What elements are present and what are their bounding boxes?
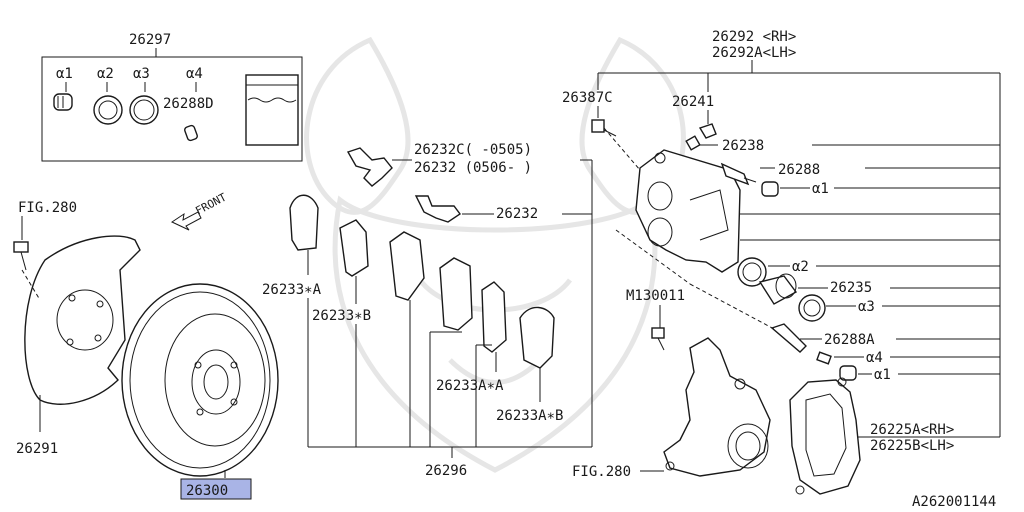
pad-kit-26296[interactable]: 26232C( -0505) 26232 (0506- ) 26232 2623… (262, 142, 593, 479)
watermark-emblem (304, 36, 686, 473)
bolt-icon (13, 241, 29, 271)
label-M130011: M130011 (626, 288, 685, 304)
label-r-a1b: α1 (874, 367, 891, 383)
guide-pin-icon (720, 162, 757, 186)
label-a4: α4 (186, 66, 203, 82)
sleeve-icon (816, 351, 832, 365)
piston-seal-icon (737, 257, 767, 287)
shim-clip-icon (414, 195, 462, 223)
label-26235: 26235 (830, 280, 872, 296)
label-a3: α3 (133, 66, 150, 82)
label-26288D: 26288D (163, 96, 214, 112)
pin-icon (184, 124, 198, 142)
label-26238: 26238 (722, 138, 764, 154)
label-r-a3: α3 (858, 299, 875, 315)
dust-shield-26291[interactable]: FIG.280 26291 (13, 200, 141, 457)
brake-rotor-26300[interactable]: 26300 (121, 283, 279, 500)
label-r-a1: α1 (812, 181, 829, 197)
label-26387C: 26387C (562, 90, 613, 106)
caliper-assembly-26292[interactable]: 26292 <RH> 26292A<LH> 26387C 26241 26238 (562, 29, 1001, 430)
label-26288: 26288 (778, 162, 820, 178)
piston-icon (758, 273, 798, 305)
brake-pad-icon (339, 219, 555, 369)
pad-shim-icon (289, 194, 319, 251)
label-26288A: 26288A (824, 332, 875, 348)
label-26225B: 26225B<LH> (870, 438, 954, 454)
boot-icon (839, 365, 857, 381)
label-26241: 26241 (672, 94, 714, 110)
label-26232-range: 26232 (0506- ) (414, 160, 532, 176)
steering-knuckle[interactable]: FIG.280 (572, 337, 771, 480)
seal-ring-icon (93, 95, 123, 125)
dust-boot-icon (798, 294, 826, 322)
label-a1: α1 (56, 66, 73, 82)
label-26296: 26296 (425, 463, 467, 479)
label-26300: 26300 (186, 483, 228, 499)
bolt-icon (651, 327, 665, 351)
label-fig280-bottom: FIG.280 (572, 464, 631, 480)
pad-clip-icon (346, 147, 393, 187)
dust-seal-icon (129, 95, 159, 125)
label-26291: 26291 (16, 441, 58, 457)
label-26232C: 26232C( -0505) (414, 142, 532, 158)
pin-boot-icon (761, 181, 779, 197)
guide-pin-a-icon (770, 323, 807, 353)
label-26225A: 26225A<RH> (870, 422, 954, 438)
label-26233A: 26233∗A (262, 282, 322, 298)
bleeder-screw-icon (685, 135, 701, 151)
grease-pack-icon (245, 74, 299, 146)
caliper-body-icon (635, 149, 741, 273)
label-26233AB: 26233A∗B (496, 408, 563, 424)
label-26233B: 26233∗B (312, 308, 371, 324)
label-r-a4: α4 (866, 350, 883, 366)
cap-icon (698, 123, 717, 139)
diagram-code: A262001144 (912, 494, 996, 510)
label-r-a2: α2 (792, 259, 809, 275)
highlight-26300 (180, 478, 252, 500)
kit-26297[interactable]: 26297 α1 α2 α3 α4 26288D (41, 32, 303, 162)
label-26297: 26297 (129, 32, 171, 48)
caliper-support-26225[interactable]: 26225A<RH> 26225B<LH> (789, 377, 1001, 495)
label-26292-rh: 26292 <RH> (712, 29, 796, 45)
boot-icon (53, 93, 73, 111)
label-a2: α2 (97, 66, 114, 82)
label-fig280-top: FIG.280 (18, 200, 77, 216)
front-arrow-icon: FRONT (170, 190, 229, 231)
label-26292a-lh: 26292A<LH> (712, 45, 796, 61)
label-front: FRONT (193, 190, 229, 217)
label-26233AA: 26233A∗A (436, 378, 504, 394)
label-26232: 26232 (496, 206, 538, 222)
